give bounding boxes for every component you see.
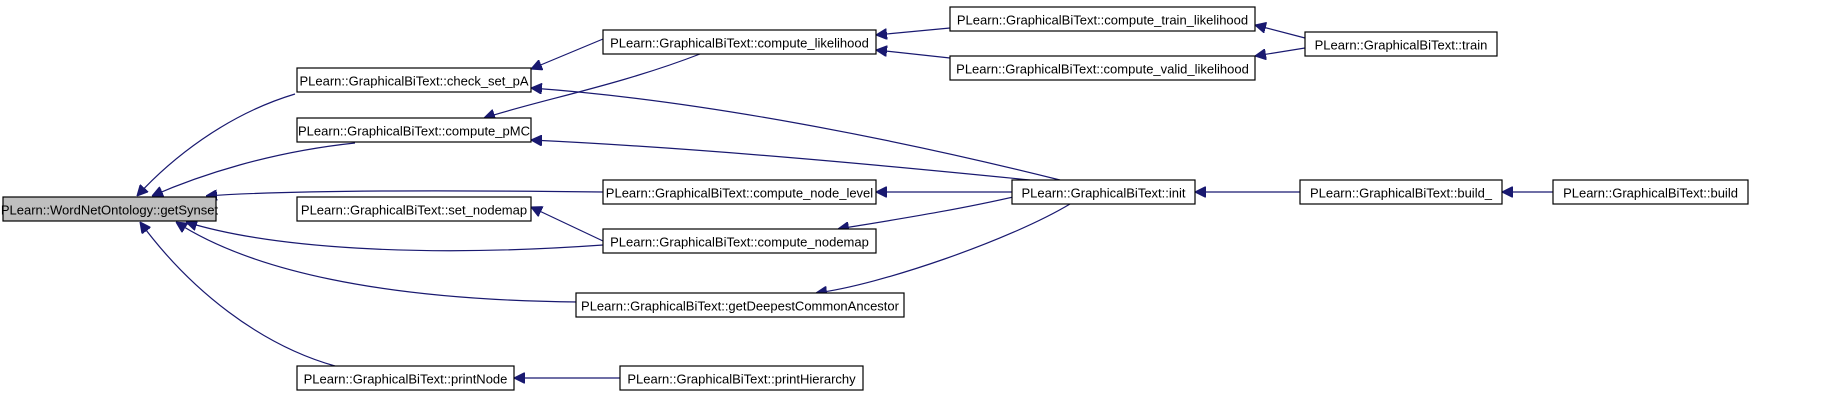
node-box[interactable] [296, 365, 515, 391]
node-box[interactable] [296, 67, 532, 93]
edge-train-to-compute_valid_likelihood [1255, 47, 1306, 56]
edge-init-to-compute_nodemap [838, 192, 1031, 229]
node-box[interactable] [602, 228, 877, 254]
node-box[interactable] [1304, 31, 1498, 57]
node-box[interactable] [296, 117, 532, 143]
node-compute_train_likelihood[interactable]: PLearn::GraphicalBiText::compute_train_l… [949, 6, 1256, 32]
edge-getDeepestCommonAncestor-to-getSynset [176, 222, 579, 303]
node-check_set_pA[interactable]: PLearn::GraphicalBiText::check_set_pA [296, 67, 532, 93]
node-label: PLearn::GraphicalBiText::getDeepestCommo… [581, 299, 900, 314]
node-label: PLearn::GraphicalBiText::set_nodemap [301, 203, 527, 218]
node-label: PLearn::GraphicalBiText::printHierarchy [627, 372, 856, 387]
node-box[interactable] [575, 292, 905, 318]
node-compute_pMC[interactable]: PLearn::GraphicalBiText::compute_pMC [296, 117, 532, 143]
edge-init-to-compute_pMC [531, 140, 1031, 181]
node-printHierarchy[interactable]: PLearn::GraphicalBiText::printHierarchy [619, 365, 864, 391]
node-label: PLearn::GraphicalBiText::printNode [304, 372, 508, 387]
edge-train-to-compute_train_likelihood [1255, 25, 1306, 39]
node-label: PLearn::GraphicalBiText::init [1021, 186, 1185, 201]
node-box[interactable] [949, 55, 1256, 81]
edge-compute_nodemap-to-set_nodemap [531, 207, 604, 242]
node-train[interactable]: PLearn::GraphicalBiText::train [1304, 31, 1498, 57]
edge-init-to-getDeepestCommonAncestor [816, 203, 1071, 293]
node-label: PLearn::GraphicalBiText::compute_train_l… [957, 13, 1248, 28]
node-box[interactable] [619, 365, 864, 391]
node-set_nodemap[interactable]: PLearn::GraphicalBiText::set_nodemap [296, 196, 532, 222]
node-getDeepestCommonAncestor[interactable]: PLearn::GraphicalBiText::getDeepestCommo… [575, 292, 905, 318]
node-label: PLearn::GraphicalBiText::train [1315, 38, 1488, 53]
node-box[interactable] [1011, 179, 1196, 205]
edge-compute_node_level-to-getSynset [206, 191, 604, 196]
edge-printNode-to-getSynset [140, 222, 336, 367]
node-build_[interactable]: PLearn::GraphicalBiText::build_ [1299, 179, 1503, 205]
node-box[interactable] [602, 179, 877, 205]
node-box[interactable] [949, 6, 1256, 32]
node-printNode[interactable]: PLearn::GraphicalBiText::printNode [296, 365, 515, 391]
node-compute_valid_likelihood[interactable]: PLearn::GraphicalBiText::compute_valid_l… [949, 55, 1256, 81]
edge-compute_nodemap-to-getSynset [186, 222, 604, 252]
node-box[interactable] [602, 29, 877, 55]
node-label: PLearn::GraphicalBiText::compute_pMC [298, 124, 530, 139]
edge-compute_train_likelihood-to-compute_likelihood [876, 27, 951, 35]
node-box[interactable] [2, 196, 217, 222]
edge-check_set_pA-to-getSynset [137, 93, 296, 196]
node-box[interactable] [1299, 179, 1503, 205]
node-box[interactable] [296, 196, 532, 222]
node-compute_node_level[interactable]: PLearn::GraphicalBiText::compute_node_le… [602, 179, 877, 205]
edge-compute_pMC-to-getSynset [152, 142, 356, 196]
node-build[interactable]: PLearn::GraphicalBiText::build [1552, 179, 1749, 205]
node-compute_nodemap[interactable]: PLearn::GraphicalBiText::compute_nodemap [602, 228, 877, 254]
edge-compute_valid_likelihood-to-compute_likelihood [876, 50, 951, 59]
edges-layer [137, 25, 1553, 378]
node-init[interactable]: PLearn::GraphicalBiText::init [1011, 179, 1196, 205]
node-label: PLearn::GraphicalBiText::compute_likelih… [610, 36, 869, 51]
node-label: PLearn::GraphicalBiText::check_set_pA [299, 74, 528, 89]
node-box[interactable] [1552, 179, 1749, 205]
node-label: PLearn::GraphicalBiText::compute_nodemap [610, 235, 869, 250]
node-compute_likelihood[interactable]: PLearn::GraphicalBiText::compute_likelih… [602, 29, 877, 55]
edge-compute_likelihood-to-check_set_pA [531, 38, 604, 69]
edge-compute_likelihood-to-compute_pMC [484, 53, 701, 118]
node-label: PLearn::GraphicalBiText::compute_valid_l… [956, 62, 1249, 77]
node-label: PLearn::GraphicalBiText::build [1563, 186, 1738, 201]
node-getSynset[interactable]: PLearn::WordNetOntology::getSynset [1, 196, 219, 222]
nodes-layer: PLearn::WordNetOntology::getSynsetPLearn… [1, 6, 1749, 391]
node-label: PLearn::GraphicalBiText::compute_node_le… [606, 186, 873, 201]
node-label: PLearn::GraphicalBiText::build_ [1310, 186, 1493, 201]
edge-init-to-check_set_pA [531, 88, 1061, 181]
node-label: PLearn::WordNetOntology::getSynset [1, 203, 219, 218]
